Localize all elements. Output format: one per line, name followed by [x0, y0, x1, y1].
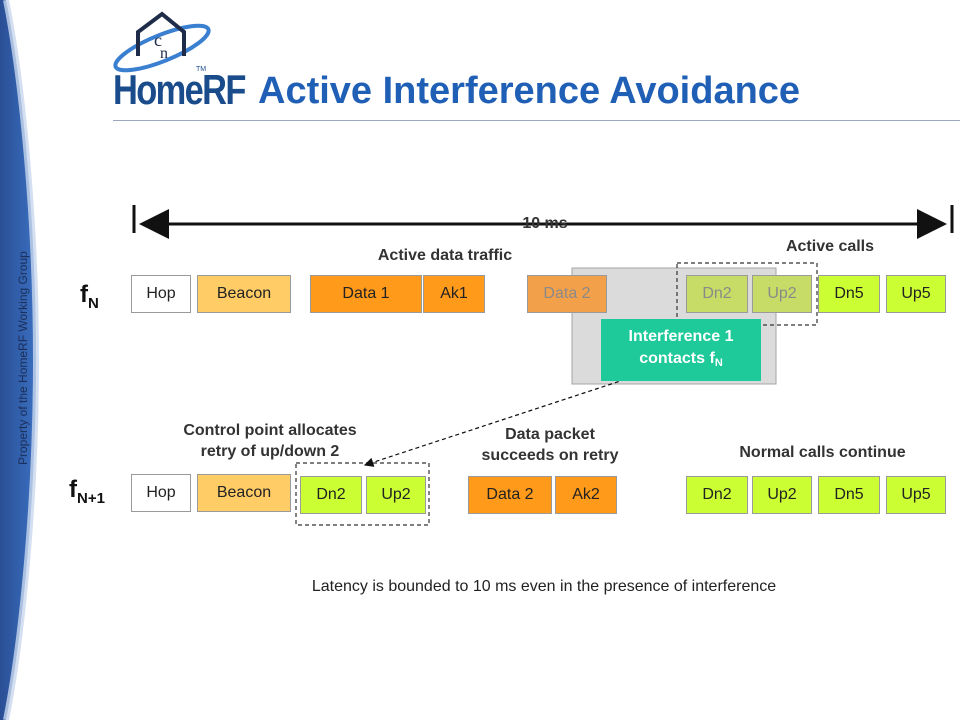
slot-dn5: Dn5 [818, 275, 880, 313]
home-logo-icon: c n [113, 11, 211, 73]
control-point-label: Control point allocates retry of up/down… [140, 420, 400, 462]
affected-slots-outline [676, 262, 818, 326]
freq-label-fn: fN [80, 281, 99, 312]
packet-retry-line1: Data packet [505, 426, 595, 443]
slot-hop: Hop [131, 275, 191, 313]
slot-up5: Up5 [886, 275, 946, 313]
control-point-line2: retry of up/down 2 [200, 443, 340, 460]
slot-beacon: Beacon [197, 275, 291, 313]
interference-line1: Interference 1 [628, 328, 734, 345]
slot-dn2-lost: Dn2 [686, 275, 748, 313]
slot-up5: Up5 [886, 476, 946, 514]
packet-retry-line2: succeeds on retry [481, 447, 619, 464]
interference-box: Interference 1 contacts fN [601, 319, 761, 381]
interval-marker [132, 205, 954, 239]
logo-text: HomeRF [113, 66, 246, 113]
normal-calls-label: Normal calls continue [739, 444, 906, 461]
slot-up2: Up2 [752, 476, 812, 514]
packet-retry-label: Data packet succeeds on retry [445, 424, 655, 466]
title-rule [113, 120, 960, 121]
svg-text:c: c [154, 30, 162, 50]
svg-text:n: n [160, 45, 168, 62]
footnote: Latency is bounded to 10 ms even in the … [311, 578, 777, 595]
active-calls-label: Active calls [785, 238, 875, 255]
page-title: Active Interference Avoidance [258, 70, 801, 112]
active-data-label: Active data traffic [377, 247, 513, 264]
side-band [0, 0, 40, 720]
interference-line2: contacts fN [639, 350, 723, 369]
slot-hop: Hop [131, 474, 191, 512]
slot-ack-1: Ak1 [423, 275, 485, 313]
slot-data-2-retry: Data 2 [468, 476, 552, 514]
control-point-line1: Control point allocates [183, 422, 357, 439]
slot-dn2-retry: Dn2 [300, 476, 362, 514]
retry-slots-outline [295, 462, 430, 526]
slot-up2-lost: Up2 [752, 275, 812, 313]
slot-ack-2: Ak2 [555, 476, 617, 514]
slot-data-2-lost: Data 2 [527, 275, 607, 313]
slot-dn5: Dn5 [818, 476, 880, 514]
freq-label-fn1: fN+1 [69, 476, 105, 507]
slot-beacon: Beacon [197, 474, 291, 512]
interval-label: 10 ms [522, 215, 568, 232]
slot-dn2: Dn2 [686, 476, 748, 514]
logo-trademark: TM [196, 66, 207, 73]
slot-up2-retry: Up2 [366, 476, 426, 514]
slot-data-1: Data 1 [310, 275, 422, 313]
